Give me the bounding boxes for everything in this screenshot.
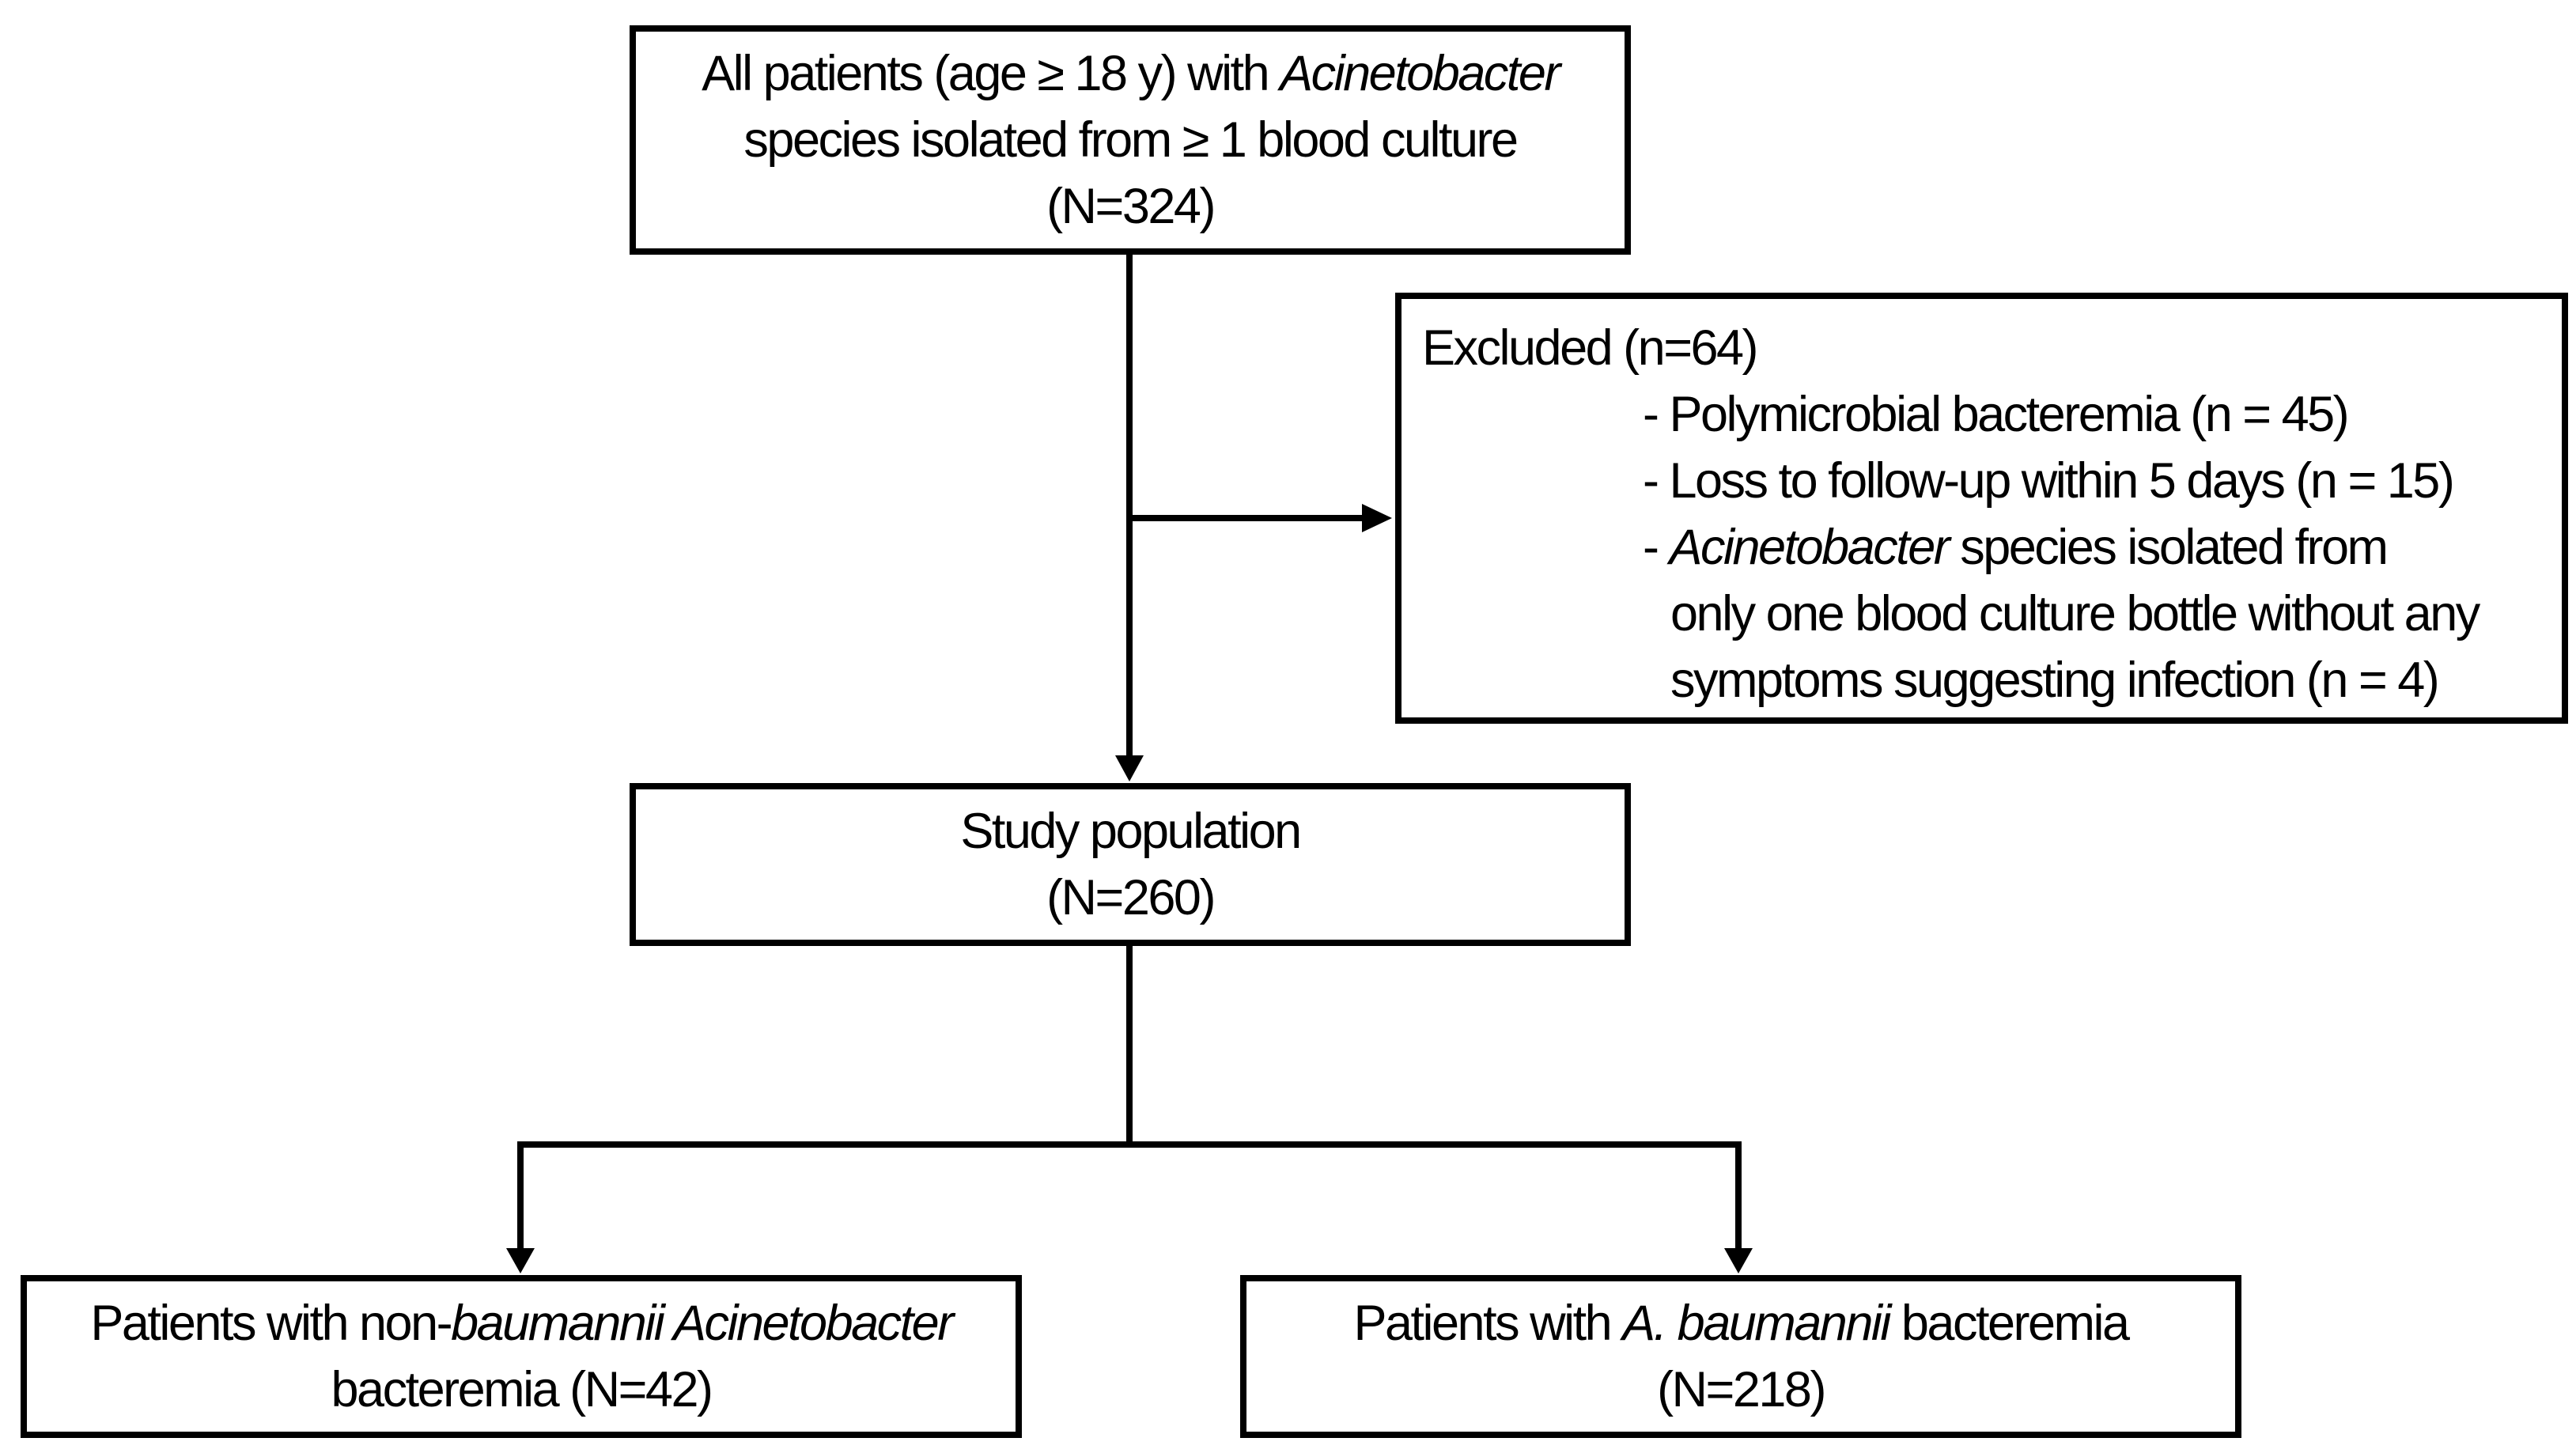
all-patients-box: All patients (age ≥ 18 y) with Acinetoba… — [630, 25, 1631, 255]
excluded-item-dash: - — [1643, 520, 1670, 575]
excluded-item-single-bottle: - Acinetobacter species isolated from — [1643, 514, 2389, 581]
non-baumannii-count: bacteremia (N=42) — [331, 1362, 713, 1417]
all-patients-count: (N=324) — [1046, 179, 1216, 234]
study-population-box: Study population (N=260) — [630, 783, 1631, 946]
study-population-count: (N=260) — [1046, 870, 1216, 925]
study-population-title: Study population — [960, 804, 1302, 859]
arrowhead-study — [1115, 755, 1144, 781]
a-baumannii-suffix: bacteremia — [1889, 1296, 2130, 1351]
excluded-box: Excluded (n=64) - Polymicrobial bacterem… — [1395, 293, 2568, 724]
excluded-item-polymicrobial: - Polymicrobial bacteremia (n = 45) — [1643, 387, 2350, 442]
all-patients-line2: species isolated from ≥ 1 blood culture — [743, 112, 1519, 168]
non-baumannii-prefix: Patients with non- — [90, 1296, 452, 1351]
excluded-item-single-bottle-line2: only one blood culture bottle without an… — [1670, 586, 2480, 641]
arrowhead-excluded — [1362, 504, 1392, 532]
non-baumannii-box: Patients with non-baumannii Acinetobacte… — [21, 1275, 1022, 1438]
arrowhead-right — [1724, 1248, 1753, 1273]
non-baumannii-species: baumannii Acinetobacter — [451, 1296, 954, 1351]
non-baumannii-line1: Patients with non-baumannii Acinetobacte… — [90, 1290, 954, 1357]
arrowhead-left — [506, 1248, 535, 1273]
excluded-item-loss-to-follow-up: - Loss to follow-up within 5 days (n = 1… — [1643, 453, 2455, 509]
excluded-item-genus: Acinetobacter — [1669, 520, 1950, 575]
a-baumannii-line1: Patients with A. baumannii bacteremia — [1353, 1290, 2130, 1357]
a-baumannii-count: (N=218) — [1657, 1362, 1826, 1417]
all-patients-line1: All patients (age ≥ 18 y) with Acinetoba… — [702, 40, 1560, 107]
all-patients-genus: Acinetobacter — [1280, 46, 1560, 101]
excluded-item-single-bottle-line3: symptoms suggesting infection (n = 4) — [1670, 653, 2440, 708]
a-baumannii-species: A. baumannii — [1622, 1296, 1891, 1351]
a-baumannii-box: Patients with A. baumannii bacteremia (N… — [1240, 1275, 2241, 1438]
a-baumannii-prefix: Patients with — [1353, 1296, 1623, 1351]
excluded-title: Excluded (n=64) — [1422, 320, 1759, 376]
excluded-item-rest: species isolated from — [1948, 520, 2389, 575]
all-patients-line1-text: All patients (age ≥ 18 y) with — [702, 46, 1280, 101]
